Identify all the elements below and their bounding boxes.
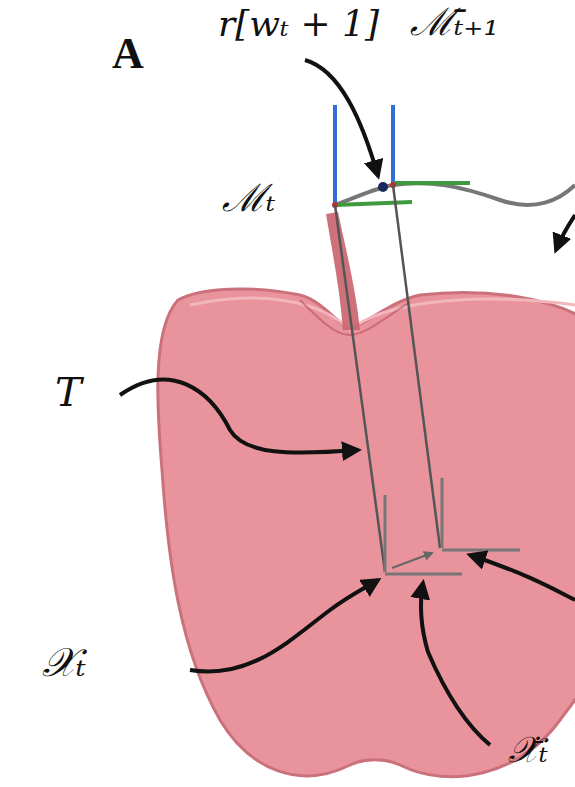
frame-label: ℳₜ bbox=[222, 178, 275, 220]
panel-letter: A bbox=[112, 30, 144, 78]
apple-body bbox=[158, 289, 575, 777]
trajectory bbox=[335, 183, 575, 205]
frame-label: 𝒳ₜ bbox=[42, 640, 86, 684]
frame-label: ℳ̄ₜ₊₁ bbox=[410, 2, 499, 44]
reference-point bbox=[378, 182, 388, 192]
reference-label: r[wₜ + 1] bbox=[218, 4, 379, 44]
transform-label: T bbox=[55, 370, 82, 414]
velocity-label: 𝒳̄̇ₜ bbox=[508, 730, 548, 770]
